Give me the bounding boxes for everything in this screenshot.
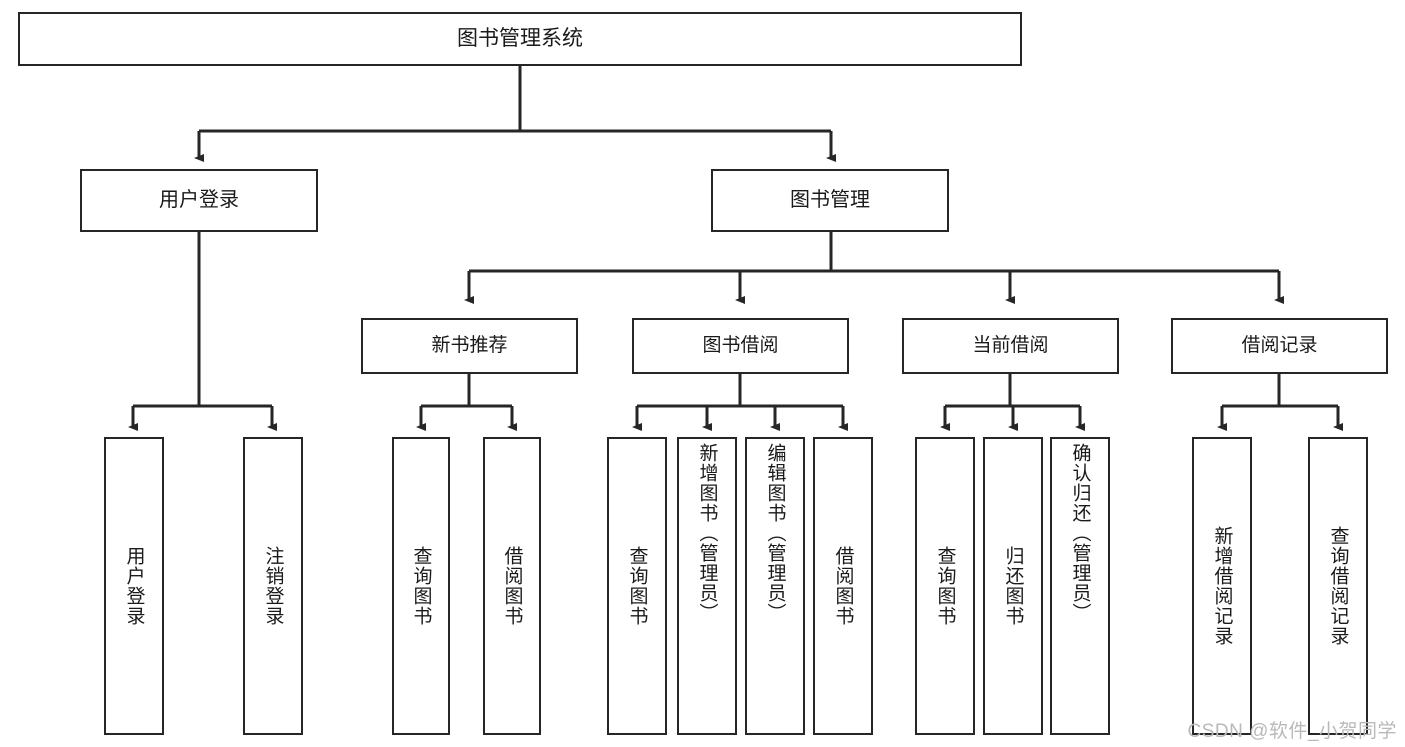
leaf-return-book-label: 归还图书 [1002, 546, 1024, 626]
node-root[interactable]: 图书管理系统 [18, 12, 1022, 66]
node-new-book-recommend-label: 新书推荐 [431, 334, 508, 356]
node-current-borrow-label: 当前借阅 [972, 334, 1049, 356]
leaf-add-borrow-record[interactable]: 新增借阅记录 [1192, 437, 1252, 735]
leaf-query-book-borrow[interactable]: 查询图书 [607, 437, 667, 735]
leaf-query-book-borrow-label: 查询图书 [626, 546, 648, 626]
node-new-book-recommend[interactable]: 新书推荐 [361, 318, 578, 374]
leaf-borrow-book-label: 借阅图书 [832, 546, 854, 626]
leaf-borrow-book[interactable]: 借阅图书 [813, 437, 873, 735]
node-borrow-record[interactable]: 借阅记录 [1171, 318, 1388, 374]
leaf-user-login[interactable]: 用户登录 [104, 437, 164, 735]
node-user-login-label: 用户登录 [159, 188, 239, 211]
leaf-query-book-current-label: 查询图书 [934, 546, 956, 626]
leaf-add-book[interactable]: 新增图书（管理员） [677, 437, 737, 735]
leaf-confirm-return[interactable]: 确认归还（管理员） [1050, 437, 1110, 735]
leaf-query-borrow-record[interactable]: 查询借阅记录 [1308, 437, 1368, 735]
leaf-add-book-label: 新增图书（管理员） [696, 443, 718, 623]
leaf-query-book-recommend[interactable]: 查询图书 [392, 437, 450, 735]
leaf-return-book[interactable]: 归还图书 [983, 437, 1043, 735]
leaf-borrow-book-recommend-label: 借阅图书 [501, 546, 523, 626]
node-root-label: 图书管理系统 [457, 26, 583, 50]
leaf-add-borrow-record-label: 新增借阅记录 [1211, 526, 1233, 646]
leaf-query-book-current[interactable]: 查询图书 [915, 437, 975, 735]
node-borrow-record-label: 借阅记录 [1241, 334, 1318, 356]
leaf-query-book-recommend-label: 查询图书 [410, 546, 432, 626]
leaf-confirm-return-label: 确认归还（管理员） [1069, 443, 1091, 623]
leaf-logout-login-label: 注销登录 [262, 546, 284, 626]
node-user-login[interactable]: 用户登录 [80, 169, 318, 232]
node-book-borrow[interactable]: 图书借阅 [632, 318, 849, 374]
node-book-manage[interactable]: 图书管理 [711, 169, 949, 232]
leaf-user-login-label: 用户登录 [123, 546, 145, 626]
node-book-borrow-label: 图书借阅 [702, 334, 779, 356]
leaf-edit-book-label: 编辑图书（管理员） [764, 443, 786, 623]
leaf-query-borrow-record-label: 查询借阅记录 [1327, 526, 1349, 646]
leaf-edit-book[interactable]: 编辑图书（管理员） [745, 437, 805, 735]
node-book-manage-label: 图书管理 [790, 188, 870, 211]
node-current-borrow[interactable]: 当前借阅 [902, 318, 1119, 374]
csdn-watermark: CSDN @软件_小贺同学 [1187, 721, 1397, 742]
leaf-borrow-book-recommend[interactable]: 借阅图书 [483, 437, 541, 735]
leaf-logout-login[interactable]: 注销登录 [243, 437, 303, 735]
